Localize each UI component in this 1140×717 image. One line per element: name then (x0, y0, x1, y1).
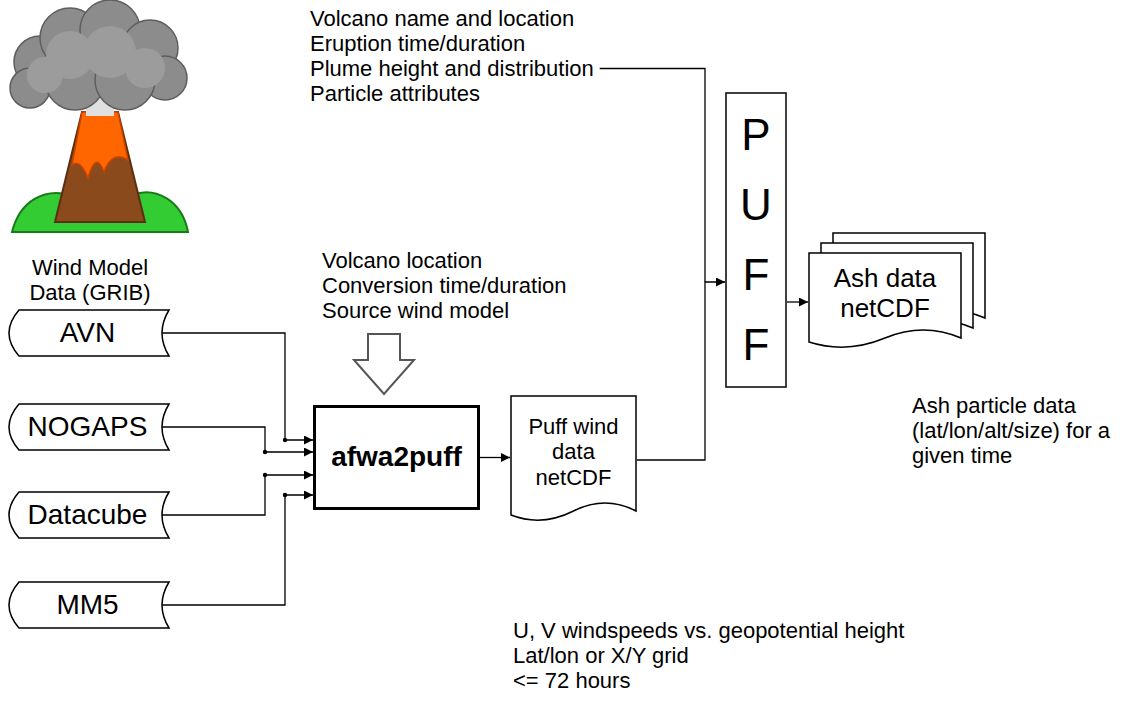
annotation-text: Conversion time/duration (322, 273, 567, 298)
label-box: Plume height and distribution (310, 56, 730, 81)
lava-flow (72, 112, 128, 178)
switch-contact (283, 493, 287, 497)
switch-contact (283, 438, 287, 442)
node-label: Puff wind data netCDF (518, 414, 629, 490)
node-body: afwa2puff (313, 405, 480, 510)
input-leader-line (600, 69, 705, 283)
node-body: PUFF (725, 92, 787, 388)
label-box: Particle attributes (310, 81, 730, 106)
box-outline (315, 407, 479, 509)
annotation-text: Volcano location (322, 248, 482, 273)
node-label: PUFF (734, 100, 778, 380)
node-body: NOGAPS (5, 403, 170, 451)
annotation-text: Ash particle data (lat/lon/alt/size) for… (912, 393, 1110, 468)
ash-cloud (10, 0, 187, 110)
label-box: U, V windspeeds vs. geopotential height (513, 618, 1073, 643)
wind-model-store: NOGAPS (5, 403, 170, 451)
label-box: Volcano name and location (310, 6, 730, 31)
annotation-text: Source wind model (322, 298, 509, 323)
switch-contact (263, 473, 267, 477)
node-label: MM5 (56, 589, 118, 621)
annotation-text: Eruption time/duration (310, 31, 525, 56)
flow-arrow (156, 333, 313, 440)
node-label: NOGAPS (28, 411, 148, 443)
process-box: PUFF (725, 92, 787, 388)
label-box: Eruption time/duration (310, 31, 730, 56)
store-outline (9, 404, 169, 450)
node-body: AVN (5, 309, 170, 357)
annotation-text: U, V windspeeds vs. geopotential height (513, 618, 904, 643)
annotation-text: Wind Model Data (GRIB) (29, 255, 150, 305)
wind-model-store: Datacube (5, 491, 170, 539)
label-box: Volcano location (322, 248, 652, 273)
volcano-cone (55, 112, 145, 222)
volcano-illustration (10, 0, 188, 232)
node-body: Puff wind data netCDF (510, 395, 637, 525)
store-outline (9, 492, 169, 538)
node-body: MM5 (5, 581, 170, 629)
node-body: Ash data netCDF (808, 252, 962, 352)
node-body: Datacube (5, 491, 170, 539)
input-arrow (354, 334, 414, 394)
node-label: afwa2puff (331, 441, 462, 473)
node-label: AVN (60, 317, 116, 349)
label-box: <= 72 hours (513, 668, 1073, 693)
ash-cloud-fill (27, 26, 165, 93)
store-outline (9, 582, 169, 628)
wind-model-store: AVN (5, 309, 170, 357)
box-outline (726, 93, 786, 387)
document-stack: Ash data netCDF (808, 252, 962, 352)
flow-arrow (156, 427, 313, 452)
annotation-text: Particle attributes (310, 81, 480, 106)
annotation-text: <= 72 hours (513, 668, 630, 693)
flow-arrow (480, 457, 510, 458)
flow-arrow (156, 495, 313, 605)
annotation-text: Lat/lon or X/Y grid (513, 643, 689, 668)
label-box: Conversion time/duration (322, 273, 652, 298)
flow-arrow (637, 282, 725, 460)
wind-model-store: MM5 (5, 581, 170, 629)
store-outline (9, 310, 169, 356)
label-box: Ash particle data (lat/lon/alt/size) for… (912, 393, 1134, 468)
document-shape: Puff wind data netCDF (510, 395, 637, 525)
label-box: Wind Model Data (GRIB) (10, 255, 170, 305)
node-label: Ash data netCDF (816, 264, 954, 324)
switch-contact (263, 450, 267, 454)
document-outline (809, 253, 961, 347)
node-label: Datacube (28, 499, 148, 531)
flow-arrow (787, 301, 808, 302)
document-outline (511, 396, 636, 520)
annotation-text: Volcano name and location (310, 6, 574, 31)
process-box: afwa2puff (313, 405, 480, 510)
annotation-text: Plume height and distribution (310, 56, 594, 81)
label-box: Source wind model (322, 298, 652, 323)
label-box: Lat/lon or X/Y grid (513, 643, 1073, 668)
